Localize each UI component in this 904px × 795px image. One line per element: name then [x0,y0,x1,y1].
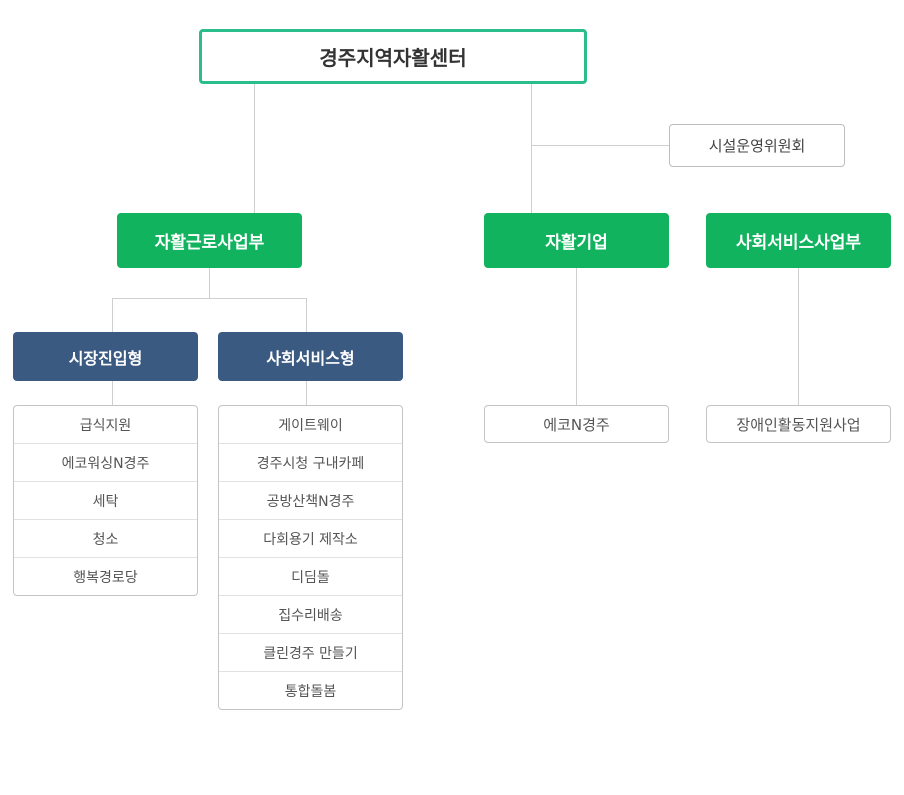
connector-to-committee [531,145,669,146]
social-service-item-box: 장애인활동지원사업 [706,405,891,443]
connector-enterprise-to-item [576,268,577,405]
connector-root-to-enterprise [531,84,532,213]
enterprise-item-box: 에코N경주 [484,405,669,443]
list-item: 세탁 [14,481,197,519]
list-item: 청소 [14,519,197,557]
market-program-list: 급식지원 에코워싱N경주 세탁 청소 행복경로당 [13,405,198,596]
list-item: 공방산책N경주 [219,481,402,519]
social-program-list: 게이트웨이 경주시청 구내카페 공방산책N경주 다회용기 제작소 디딤돌 집수리… [218,405,403,710]
list-item: 통합돌봄 [219,671,402,709]
list-item: 행복경로당 [14,557,197,595]
dept-work-box: 자활근로사업부 [117,213,302,268]
social-service-item-label: 장애인활동지원사업 [736,415,861,434]
committee-label: 시설운영위원회 [708,137,806,155]
org-root-box: 경주지역자활센터 [199,29,587,84]
list-item: 디딤돌 [219,557,402,595]
list-item: 다회용기 제작소 [219,519,402,557]
list-item: 경주시청 구내카페 [219,443,402,481]
type-market-label: 시장진입형 [68,348,143,368]
list-item: 급식지원 [79,417,132,434]
connector-market-type-to-list [112,381,113,405]
type-social-box: 사회서비스형 [218,332,403,381]
connector-to-market-type [112,298,113,332]
connector-to-social-type [306,298,307,332]
type-social-label: 사회서비스형 [266,348,355,368]
type-market-box: 시장진입형 [13,332,198,381]
connector-work-dept-down [209,268,210,298]
dept-social-service-label: 사회서비스사업부 [735,233,862,253]
connector-social-type-to-list [306,381,307,405]
connector-types-branch [112,298,307,299]
dept-enterprise-label: 자활기업 [545,233,608,253]
committee-box: 시설운영위원회 [669,124,845,167]
org-root-label: 경주지역자활센터 [319,46,467,70]
connector-root-to-work-dept [254,84,255,213]
list-item: 클린경주 만들기 [219,633,402,671]
connector-social-service-to-item [798,268,799,405]
list-item: 에코워싱N경주 [14,443,197,481]
dept-enterprise-box: 자활기업 [484,213,669,268]
enterprise-item-label: 에코N경주 [543,415,610,434]
dept-social-service-box: 사회서비스사업부 [706,213,891,268]
list-item: 게이트웨이 [278,417,343,434]
dept-work-label: 자활근로사업부 [154,233,265,253]
list-item: 집수리배송 [219,595,402,633]
